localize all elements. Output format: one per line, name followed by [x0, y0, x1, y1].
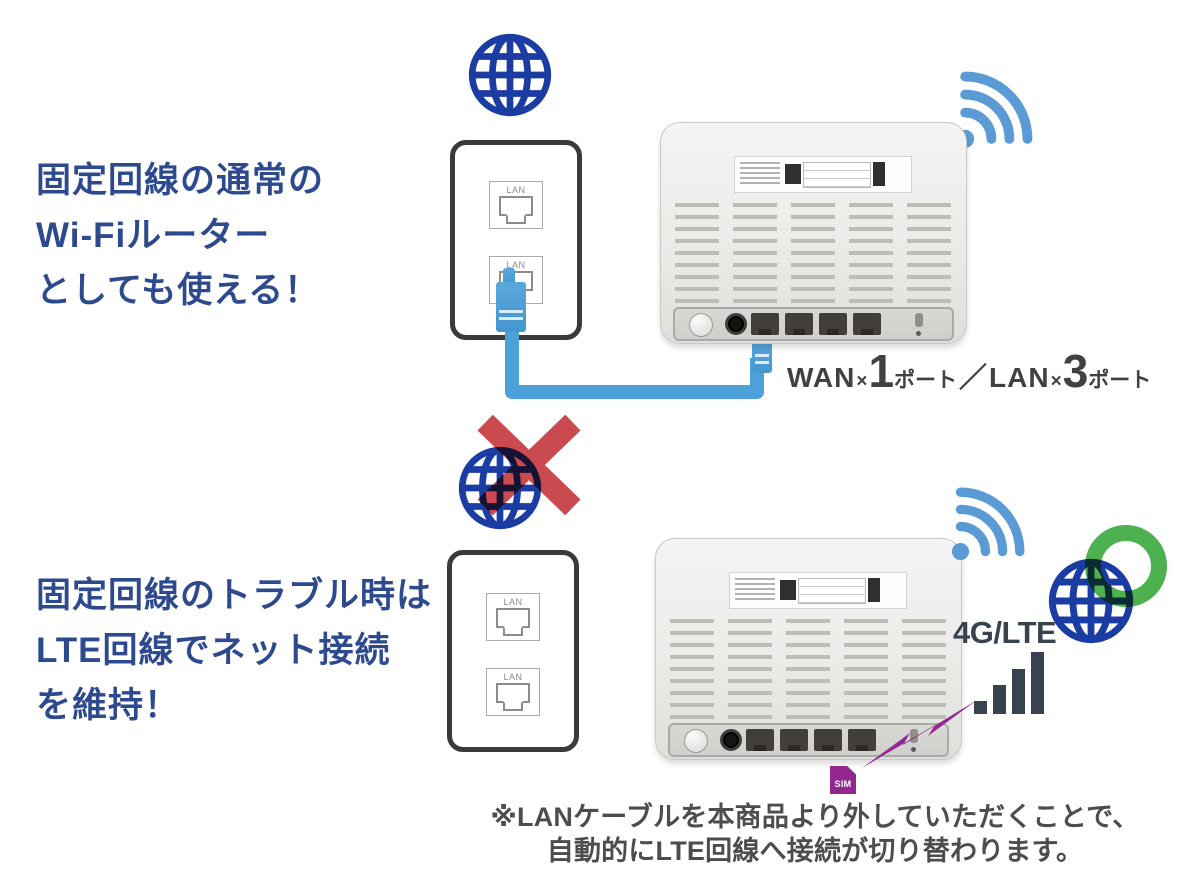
sticker-block [780, 580, 796, 600]
wan-port [746, 729, 774, 751]
caption-lan: LAN [989, 362, 1050, 393]
headline-line: Wi-Fiルーター [36, 216, 271, 255]
wps-switch [910, 729, 918, 743]
sticker-text-lines [735, 578, 775, 602]
vent-grille [675, 203, 952, 303]
lan-port [780, 729, 808, 751]
signal-bar [974, 701, 987, 714]
dc-jack [725, 313, 747, 335]
cable-plug [752, 340, 772, 373]
plug-stripes [755, 354, 769, 367]
lan-port [819, 313, 847, 335]
headline-lte-backup: 固定回線のトラブル時は LTE回線でネット接続 を維持！ [36, 568, 432, 733]
vent-grille [670, 619, 947, 719]
dc-jack [720, 729, 742, 751]
lan-port [814, 729, 842, 751]
sim-label: SIM [834, 778, 852, 789]
globe-icon [468, 33, 552, 117]
rj45-jack-opening [499, 196, 533, 216]
sticker-text-lines [740, 162, 780, 186]
wifi-signal-icon [951, 487, 1025, 561]
lan-jack: LAN [489, 181, 543, 229]
lan-jack-label: LAN [503, 672, 523, 682]
footnote-line: ※LANケーブルを本商品より外していただくことで、 [490, 802, 1140, 832]
sticker-block [873, 162, 885, 186]
sticker-block [868, 578, 880, 602]
power-button [689, 313, 713, 337]
rj45-jack-tab [506, 214, 526, 224]
rj45-jack-tab [503, 701, 523, 711]
headline-line: 固定回線の通常の [36, 161, 325, 200]
router-back-illustration [660, 122, 967, 344]
reset-hole [916, 331, 921, 336]
wan-port [751, 313, 779, 335]
lan-port [785, 313, 813, 335]
rj45-jack-opening [496, 608, 530, 628]
router-back-illustration [655, 538, 962, 760]
lightning-bolt-icon [862, 700, 977, 768]
lan-jack-label: LAN [506, 185, 526, 195]
cable-plug-clip [503, 268, 515, 286]
cable-plug [496, 282, 526, 332]
rj45-jack-opening [496, 683, 530, 703]
footnote-line: 自動的にLTE回線へ接続が切り替わります。 [546, 836, 1084, 866]
caption-times: × [1050, 371, 1062, 392]
power-button [684, 729, 708, 753]
caption-slash: ／ [959, 362, 988, 393]
sim-card-icon: SIM [830, 766, 856, 794]
caption-num1: 1 [868, 345, 895, 397]
lan-jack: LAN [486, 668, 540, 716]
sticker-block [785, 164, 801, 184]
rj45-jack-tab [503, 626, 523, 636]
caption-times: × [856, 371, 868, 392]
lan-jack: LAN [486, 593, 540, 641]
lan-cable [505, 316, 764, 399]
sticker-table [798, 578, 866, 604]
ports-panel [673, 307, 954, 341]
signal-bars-icon [974, 652, 1044, 714]
label-sticker [734, 156, 912, 193]
caption-port: ポート [894, 369, 958, 392]
lan-port [848, 729, 876, 751]
caption-wan: WAN [787, 362, 856, 393]
footnote: ※LANケーブルを本商品より外していただくことで、 自動的にLTE回線へ接続が切… [440, 800, 1190, 868]
signal-bar [1031, 652, 1044, 714]
signal-bar [1012, 669, 1025, 714]
red-x-icon [477, 415, 581, 515]
caption-num3: 3 [1062, 345, 1089, 397]
signal-bar [993, 685, 1006, 714]
lan-jack-label: LAN [503, 597, 523, 607]
lan-jack-label: LAN [506, 260, 526, 270]
wps-switch [915, 313, 923, 327]
lan-wall-outlet: LAN LAN [447, 550, 579, 752]
headline-fixed-line: 固定回線の通常の Wi-Fiルーター としても使える！ [36, 153, 324, 318]
headline-line: LTE回線でネット接続 [36, 631, 391, 670]
lan-port [853, 313, 881, 335]
caption-port: ポート [1088, 369, 1152, 392]
lte-label: 4G/LTE [953, 615, 1057, 650]
headline-line: を維持！ [36, 686, 181, 725]
reset-hole [911, 747, 916, 752]
plug-stripes [499, 310, 523, 323]
headline-line: としても使える！ [36, 271, 321, 310]
green-ring-icon [1085, 525, 1167, 607]
headline-line: 固定回線のトラブル時は [36, 576, 433, 615]
sticker-table [803, 162, 871, 188]
label-sticker [729, 572, 907, 609]
